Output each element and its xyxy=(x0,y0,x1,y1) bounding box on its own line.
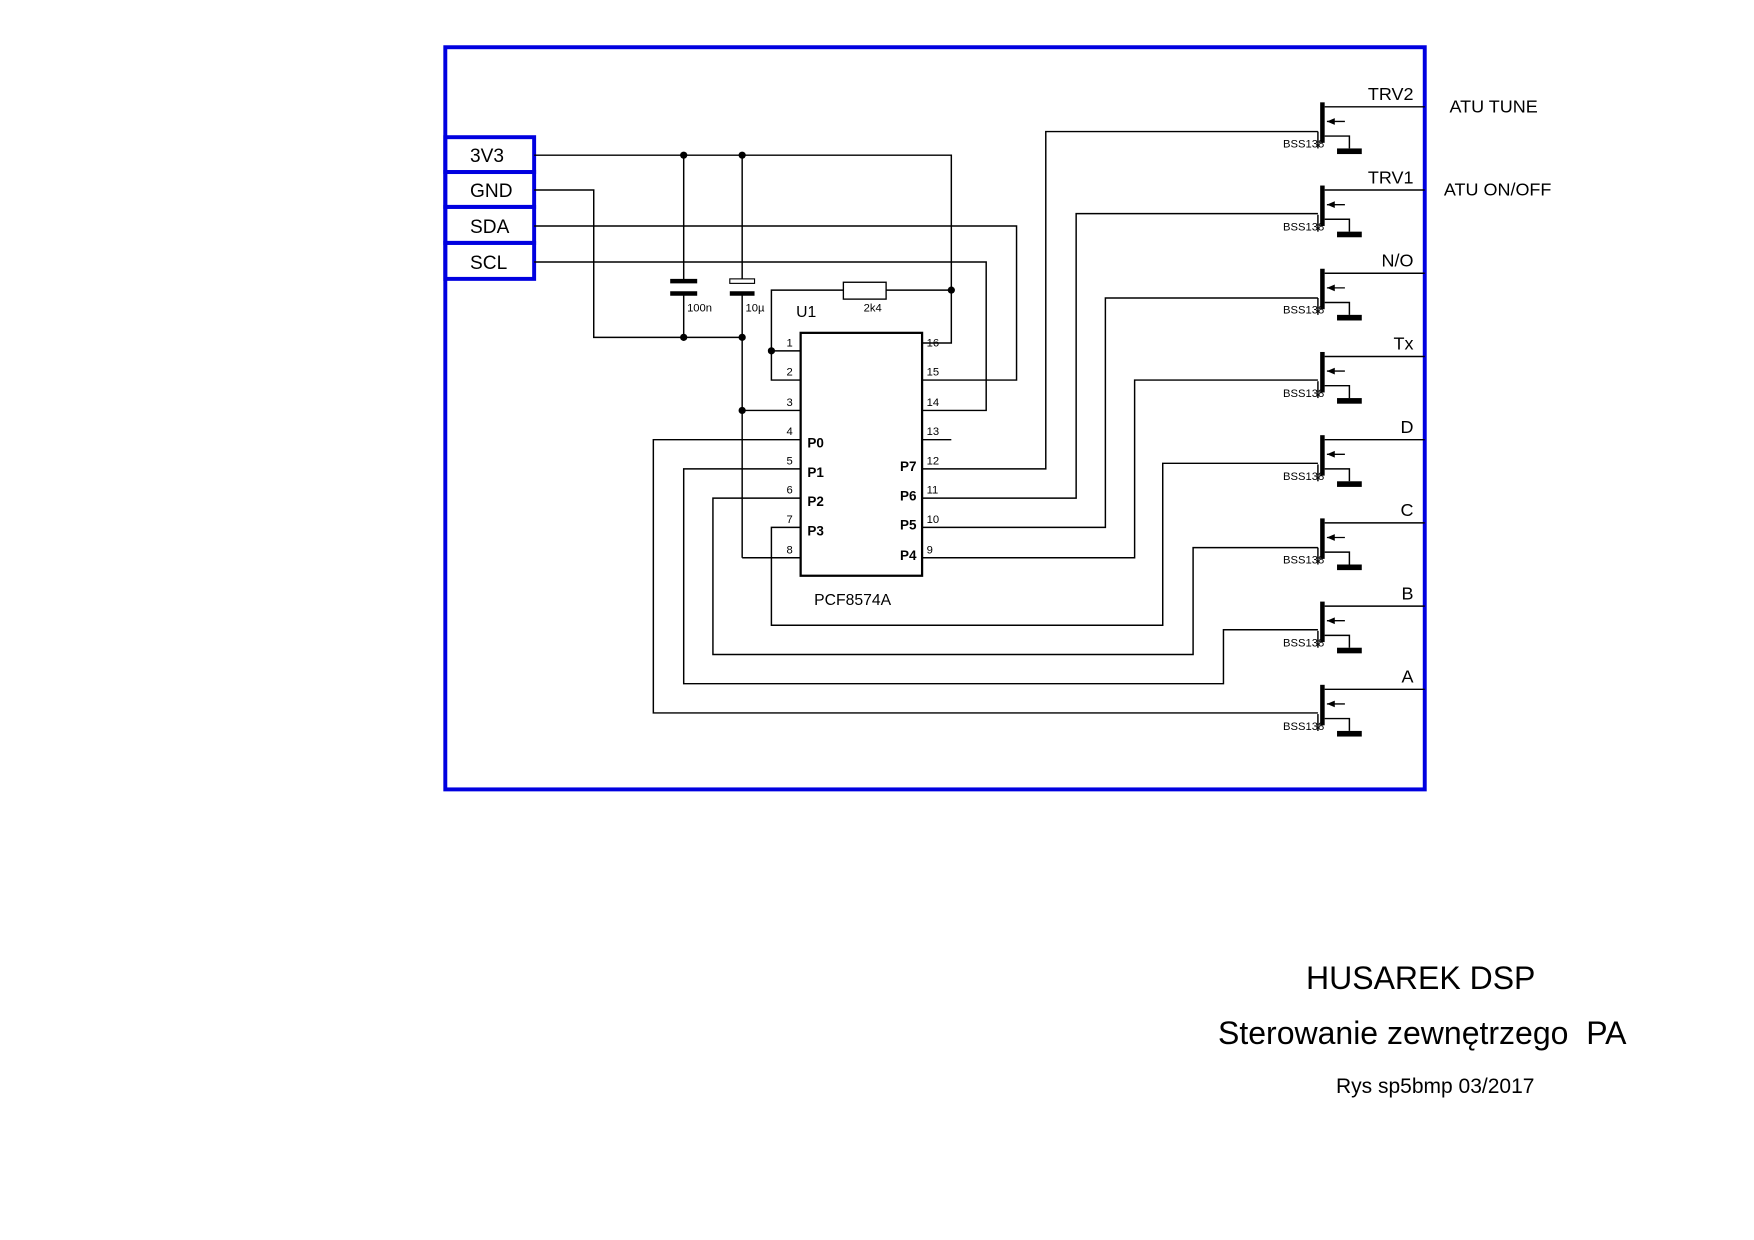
resistor-value: 2k4 xyxy=(864,302,882,314)
ic-part-number: PCF8574A xyxy=(814,592,891,609)
ic-pin-number: 3 xyxy=(787,397,793,409)
mosfet-part-number: BSS138 xyxy=(1283,471,1324,483)
output-label: C xyxy=(1400,500,1413,520)
capacitor-value: 100n xyxy=(687,302,712,314)
output-label: N/O xyxy=(1382,251,1414,271)
ic-pin-number: 15 xyxy=(927,367,940,379)
ic-pin-number: 4 xyxy=(787,426,793,438)
ground-icon xyxy=(1337,231,1362,238)
ic-pin-number: 9 xyxy=(927,544,933,556)
ic-pin-number: 11 xyxy=(927,485,939,497)
ground-icon xyxy=(1337,481,1362,487)
mosfet-part-number: BSS138 xyxy=(1283,388,1324,400)
mosfet-part-number: BSS138 xyxy=(1283,721,1324,733)
mosfet-part-number: BSS138 xyxy=(1283,638,1324,650)
capacitor-value: 10µ xyxy=(746,302,765,314)
port-wires xyxy=(652,130,1318,714)
connector-label: GND xyxy=(470,181,512,202)
output-label: D xyxy=(1400,417,1413,437)
ic-pin-number: 14 xyxy=(927,397,940,409)
output-label: Tx xyxy=(1394,334,1414,354)
board-frame xyxy=(443,45,1427,792)
ic-port-label: P3 xyxy=(807,523,824,538)
mosfet-part-number: BSS138 xyxy=(1283,138,1324,150)
ground-icon xyxy=(1337,314,1362,321)
output-label: B xyxy=(1401,583,1413,603)
ic-pin-number: 12 xyxy=(927,455,940,467)
ground-icon xyxy=(1337,730,1362,737)
ground-icon xyxy=(1337,564,1362,571)
mosfet-bss138: BSS138 Tx xyxy=(1283,334,1425,404)
ic-port-label: P2 xyxy=(807,494,824,509)
mosfet-bss138: BSS138 A xyxy=(1283,667,1425,737)
ic-reference: U1 xyxy=(796,304,816,321)
connector-pin-scl xyxy=(443,240,537,281)
ground-icon xyxy=(1337,647,1362,654)
title-author: Rys sp5bmp 03/2017 xyxy=(1336,1075,1535,1098)
mosfet-bss138: BSS138 B xyxy=(1283,583,1425,654)
connector: 3V3 GND SDA SCL xyxy=(443,135,537,281)
ic-port-label: P7 xyxy=(900,459,917,474)
ground-icon xyxy=(1337,148,1362,155)
connector-label: SCL xyxy=(470,253,507,274)
ground-icon xyxy=(1337,398,1362,404)
mosfet-bss138: BSS138 D xyxy=(1283,417,1425,487)
resistor-r1: 2k4 xyxy=(842,281,887,314)
ic-pin-number: 7 xyxy=(787,514,793,526)
output-label: TRV2 xyxy=(1368,84,1414,104)
ic-pin-number: 13 xyxy=(927,426,940,438)
ic-port-label: P4 xyxy=(900,548,917,563)
output-function-label: ATU ON/OFF xyxy=(1444,180,1552,200)
ic-port-label: P6 xyxy=(900,488,917,503)
mosfet-part-number: BSS138 xyxy=(1283,305,1324,317)
output-label: A xyxy=(1401,667,1413,687)
output-label: TRV1 xyxy=(1368,167,1414,187)
title-subtitle: Sterowanie zewnętrzego PA xyxy=(1218,1015,1627,1051)
ic-pin-number: 1 xyxy=(787,337,793,349)
ic-pin-number: 6 xyxy=(787,485,793,497)
connector-label: SDA xyxy=(470,217,510,238)
ic-pin-number: 10 xyxy=(927,514,940,526)
ic-port-label: P1 xyxy=(807,465,824,480)
ic-pin-number: 8 xyxy=(787,544,793,556)
ic-pin-number: 5 xyxy=(787,455,793,467)
capacitor-c2: 10µ xyxy=(729,278,765,314)
mosfet-bss138: BSS138 C xyxy=(1283,500,1425,571)
ic-pin-number: 2 xyxy=(787,367,793,379)
title-project: HUSAREK DSP xyxy=(1306,960,1536,996)
connector-label: 3V3 xyxy=(470,146,504,167)
output-function-label: ATU TUNE xyxy=(1449,96,1537,116)
capacitor-c1: 100n xyxy=(670,278,712,314)
junctions xyxy=(680,151,955,415)
mosfet-part-number: BSS138 xyxy=(1283,222,1324,234)
ic-port-label: P5 xyxy=(900,518,917,533)
mosfet-bss138: BSS138 N/O xyxy=(1283,251,1425,321)
ic-port-label: P0 xyxy=(807,436,824,451)
ic-pin-number: 16 xyxy=(927,337,940,349)
wires xyxy=(534,154,1018,559)
mosfet-part-number: BSS138 xyxy=(1283,554,1324,566)
